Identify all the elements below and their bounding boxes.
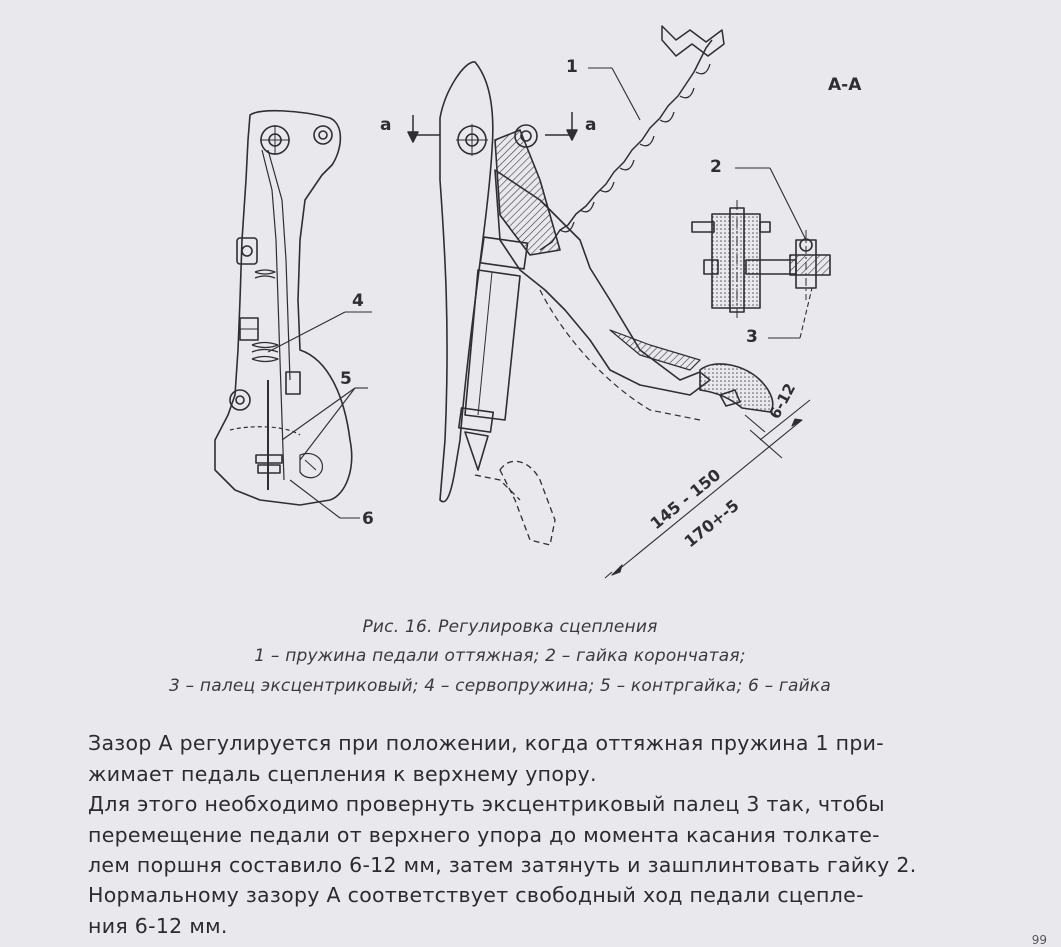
paragraph-3: Нормальному зазору А соответствует свобо… [88, 880, 968, 941]
callout-6: 6 [362, 509, 374, 529]
callout-2: 2 [710, 157, 722, 177]
callout-3: 3 [746, 327, 758, 347]
paragraph-2-line-1: Для этого необходимо провернуть эксцентр… [88, 792, 885, 816]
leader-lines-left [267, 311, 372, 519]
paragraph-1-line-1: Зазор А регулируется при положении, когд… [88, 731, 884, 755]
paragraph-2-line-3: лем поршня составило 6-12 мм, затем затя… [88, 853, 917, 877]
figure-caption-title: Рис. 16. Регулировка сцепления [362, 617, 658, 637]
paragraph-1: Зазор А регулируется при положении, когд… [88, 728, 968, 789]
callout-1: 1 [566, 57, 578, 77]
view-label: А-А [828, 75, 862, 95]
figure-caption-legend-2: 3 – палец эксцентриковый; 4 – сервопружи… [168, 676, 832, 696]
paragraph-1-line-2: жимает педаль сцепления к верхнему упору… [88, 761, 597, 786]
leader-lines-2-3 [735, 167, 813, 339]
callout-4: 4 [352, 291, 364, 311]
side-view-bracket [214, 109, 353, 506]
pedal-assembly [439, 25, 774, 546]
section-a-a-detail [691, 200, 831, 320]
clutch-adjustment-figure: А-А а а 1 2 3 4 5 6 6-12 145 - 150 170+-… [214, 25, 862, 579]
paragraph-3-line-2: ния 6-12 мм. [88, 913, 228, 938]
leader-line-1 [588, 67, 641, 121]
page-number: 99 [1031, 933, 1047, 947]
figure-caption-legend-1: 1 – пружина педали оттяжная; 2 – гайка к… [254, 646, 746, 666]
callout-5: 5 [340, 369, 352, 389]
section-marks [407, 112, 578, 143]
section-mark-left: а [380, 115, 391, 135]
paragraph-2-line-2: перемещение педали от верхнего упора до … [88, 822, 880, 847]
section-mark-right: а [585, 115, 596, 135]
paragraph-3-line-1: Нормальному зазору А соответствует свобо… [88, 883, 864, 907]
paragraph-2: Для этого необходимо провернуть эксцентр… [88, 789, 968, 881]
dimension-lines [604, 399, 811, 579]
